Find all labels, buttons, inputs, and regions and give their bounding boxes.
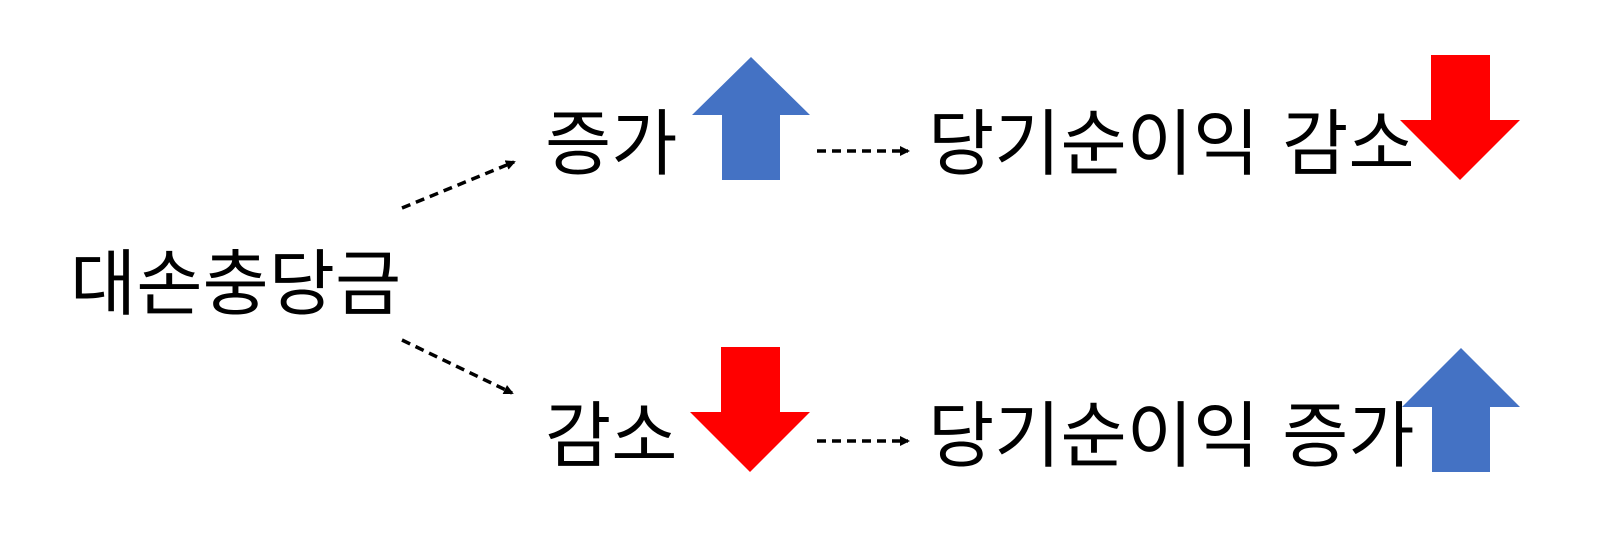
- up-arrow-icon: [692, 57, 810, 180]
- bottom-cause-label: 감소: [545, 394, 678, 478]
- connector-root-to-top: [401, 160, 516, 210]
- top-effect-label: 당기순이익 감소: [928, 102, 1415, 186]
- top-cause-label: 증가: [545, 102, 678, 186]
- root-label: 대손충당금: [70, 242, 402, 326]
- bottom-effect-label: 당기순이익 증가: [928, 394, 1415, 478]
- down-arrow-icon: [1400, 55, 1520, 180]
- connector-root-to-bottom: [401, 338, 514, 395]
- up-arrow-icon: [1402, 348, 1520, 472]
- down-arrow-icon: [690, 347, 810, 472]
